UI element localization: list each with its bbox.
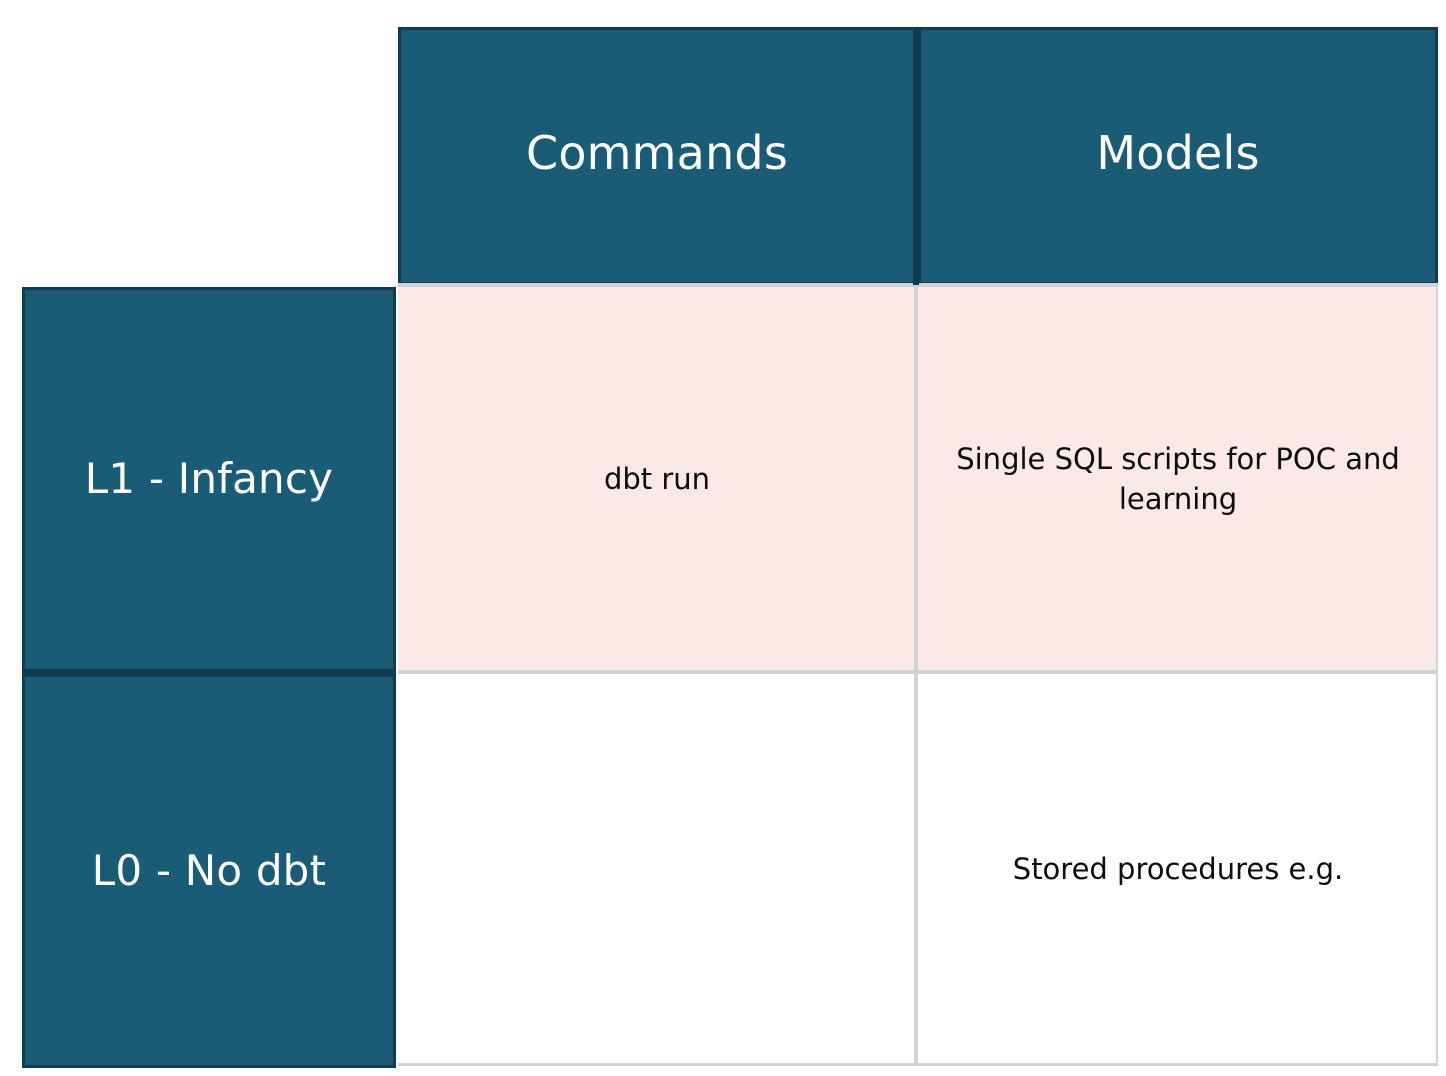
cell-l1-commands-text: dbt run [603, 461, 711, 496]
column-header-models-label: Models [1096, 125, 1260, 180]
row-header-l1[interactable]: L1 - Infancy [22, 287, 396, 672]
cell-l0-models-text: Stored procedures e.g. [1012, 851, 1344, 886]
cell-l0-commands[interactable] [398, 674, 916, 1065]
grid-line-table-right [1436, 287, 1438, 1065]
cell-l1-models[interactable]: Single SQL scripts for POC and learning [918, 287, 1438, 672]
grid-line-table-bottom [398, 1063, 1438, 1066]
cell-l0-models[interactable]: Stored procedures e.g. [918, 674, 1438, 1065]
grid-line-row-divider [398, 670, 1438, 674]
grid-line-column-divider [914, 287, 918, 1065]
column-header-models[interactable]: Models [918, 27, 1438, 285]
column-header-commands[interactable]: Commands [398, 27, 916, 285]
column-header-divider [913, 27, 919, 285]
grid-line-header-bottom [398, 283, 1438, 287]
row-header-l1-label: L1 - Infancy [84, 454, 334, 504]
cell-l1-models-text: Single SQL scripts for POC and learning [956, 442, 1400, 516]
row-header-l0[interactable]: L0 - No dbt [22, 674, 396, 1068]
column-header-commands-label: Commands [526, 125, 788, 180]
row-header-l0-label: L0 - No dbt [91, 845, 327, 895]
matrix-corner-cell [22, 27, 396, 285]
row-header-divider [22, 669, 396, 675]
cell-l1-commands[interactable]: dbt run [398, 287, 916, 672]
